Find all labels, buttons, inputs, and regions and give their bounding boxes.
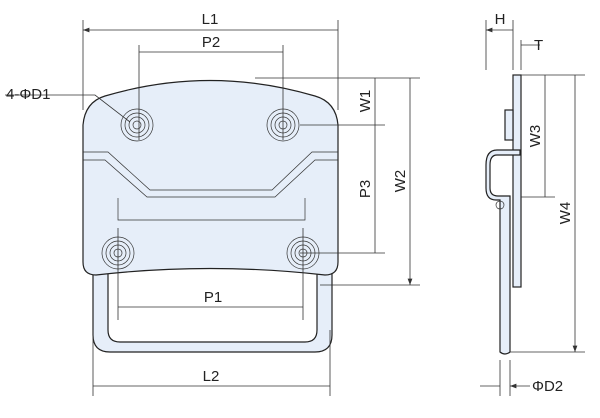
dim-D2: ΦD2 bbox=[532, 378, 563, 395]
dim-W1: W1 bbox=[357, 90, 374, 113]
dim-H: H bbox=[495, 11, 506, 28]
dim-P2: P2 bbox=[202, 34, 220, 51]
dim-P1: P1 bbox=[204, 289, 222, 306]
dim-W4: W4 bbox=[557, 202, 574, 225]
dim-W2: W2 bbox=[392, 170, 409, 193]
dim-L1: L1 bbox=[202, 11, 219, 28]
side-view bbox=[480, 20, 585, 396]
dim-L2: L2 bbox=[203, 368, 220, 385]
dim-T: T bbox=[534, 37, 543, 54]
dim-W3: W3 bbox=[527, 125, 544, 148]
dim-P3: P3 bbox=[357, 180, 374, 198]
dim-D1: 4-ΦD1 bbox=[6, 86, 50, 103]
